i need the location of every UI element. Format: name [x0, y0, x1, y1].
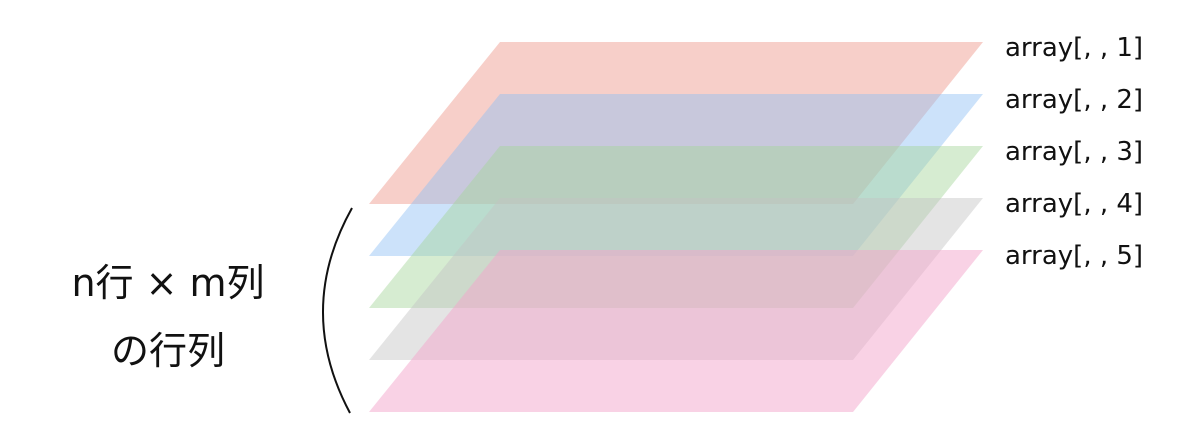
matrix-caption: n行 × m列 の行列: [71, 261, 264, 373]
matrix-bracket: [322, 207, 353, 414]
layer-label-3: array[, , 3]: [1005, 137, 1143, 167]
layer-labels: array[, , 1] array[, , 2] array[, , 3] a…: [1005, 33, 1143, 271]
matrix-planes: [369, 42, 983, 412]
caption-line-1: n行 × m列: [71, 261, 264, 305]
layer-label-5: array[, , 5]: [1005, 241, 1143, 271]
matrix-plane-1: [369, 42, 983, 204]
layer-label-1: array[, , 1]: [1005, 33, 1143, 63]
layer-label-4: array[, , 4]: [1005, 189, 1143, 219]
layer-label-2: array[, , 2]: [1005, 85, 1143, 115]
matrix-plane-2: [369, 94, 983, 256]
matrix-plane-5: [369, 250, 983, 412]
caption-line-2: の行列: [111, 329, 225, 373]
